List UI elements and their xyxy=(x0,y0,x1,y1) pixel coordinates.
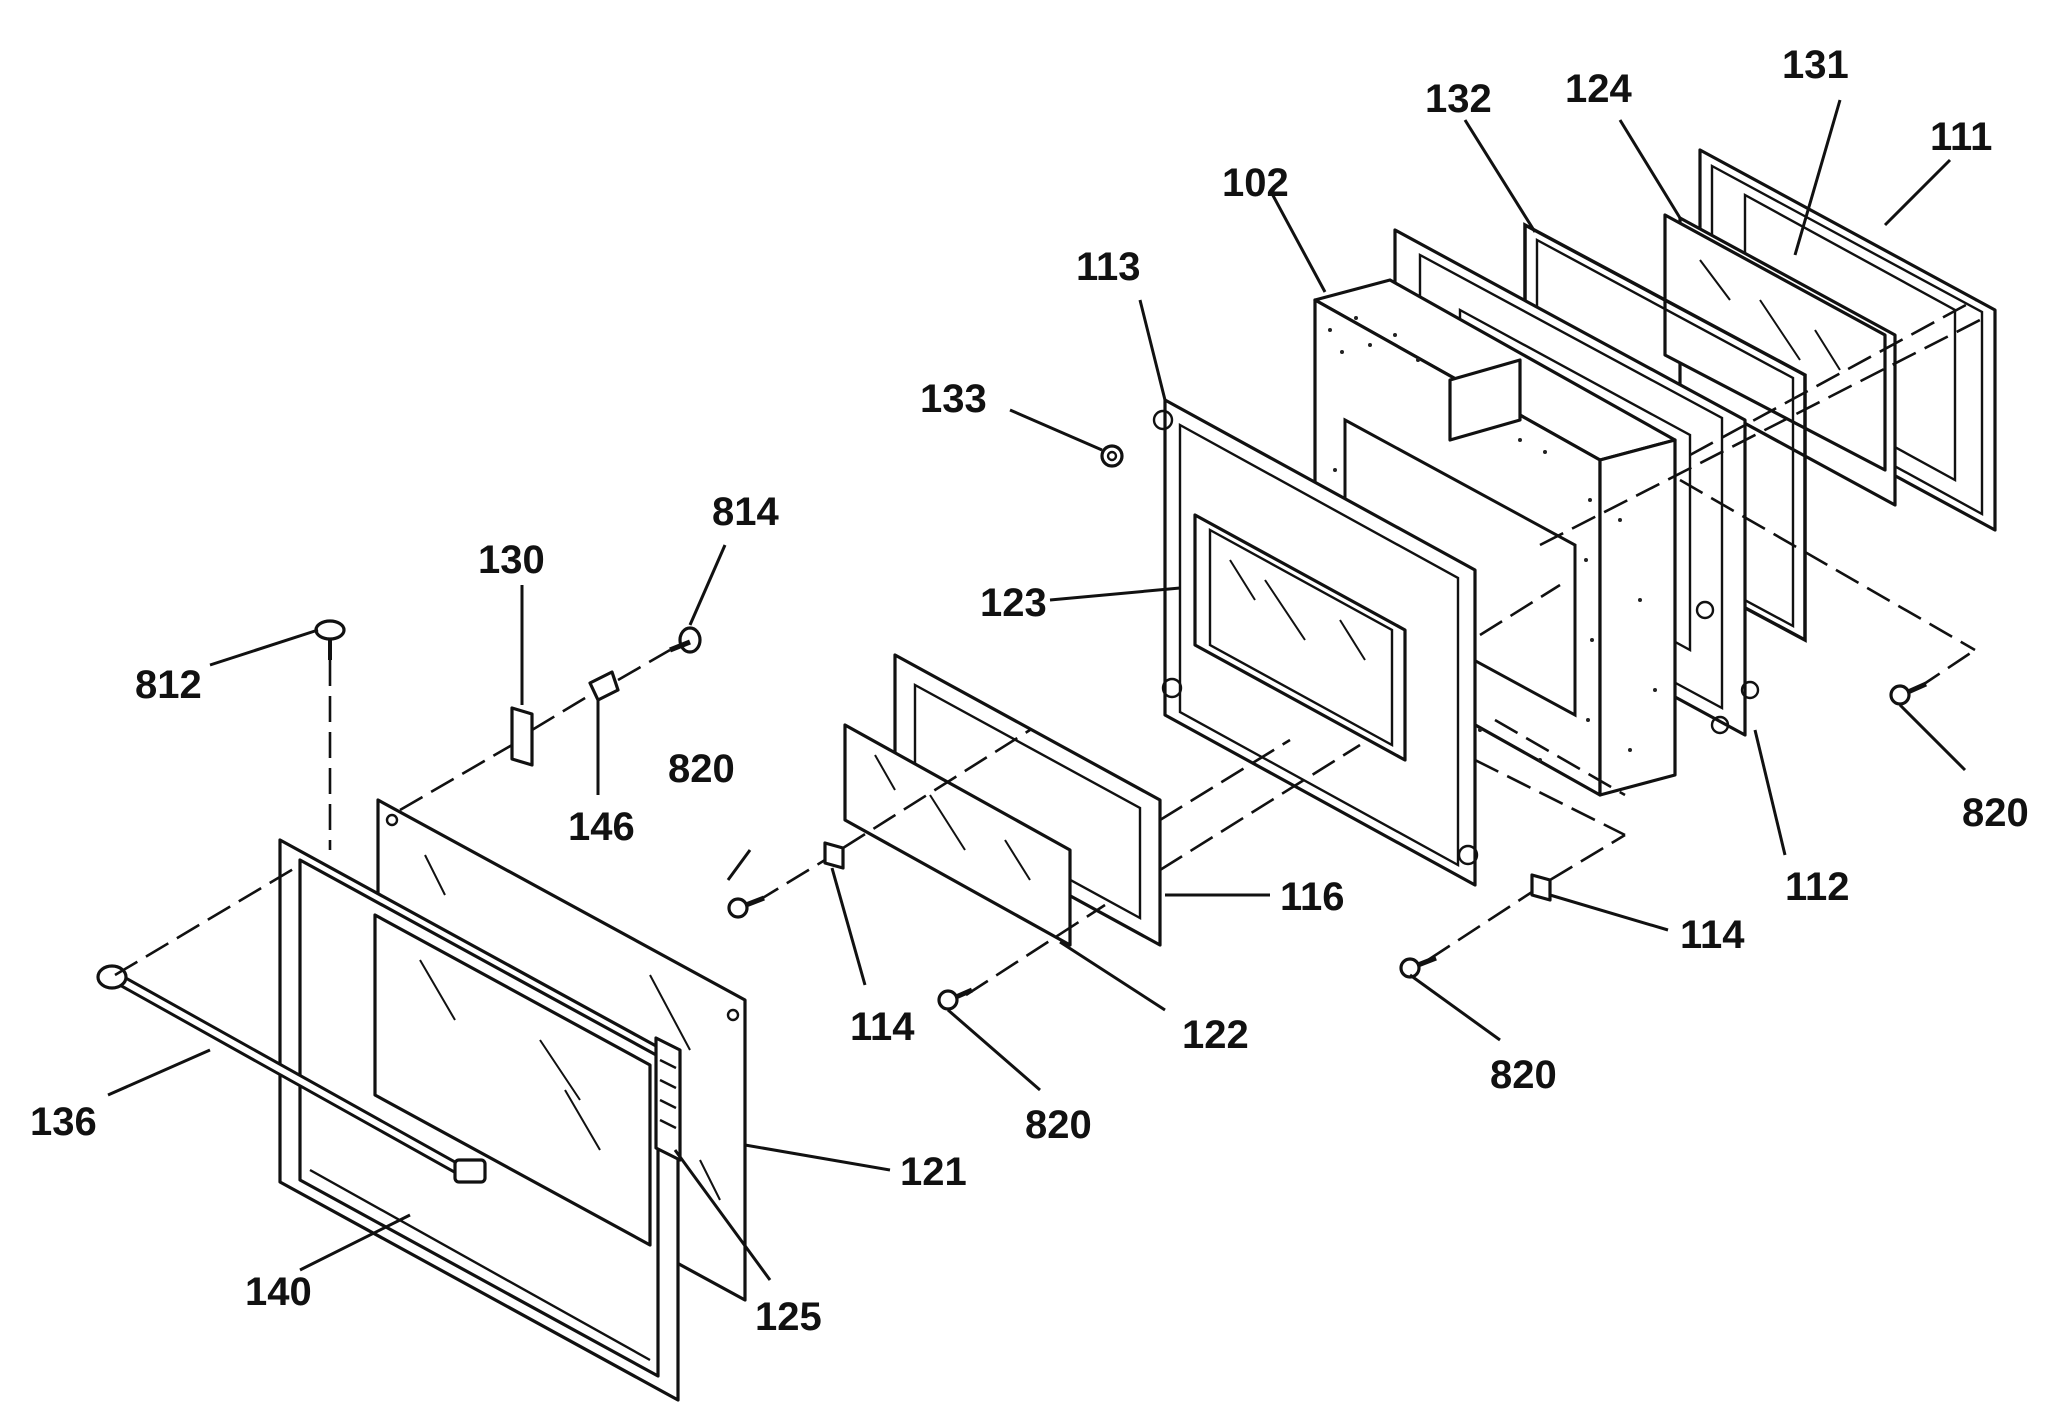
label-125: 125 xyxy=(755,1295,822,1339)
label-121: 121 xyxy=(900,1150,967,1194)
part-820-screw-b xyxy=(937,987,974,1011)
label-820-left: 820 xyxy=(668,747,735,791)
label-114: 114 xyxy=(850,1005,915,1049)
part-labels: 102 111 112 113 114 114 116 121 122 123 … xyxy=(30,43,2029,1339)
part-136-handle xyxy=(96,964,487,1184)
label-123: 123 xyxy=(980,581,1047,625)
label-114-right: 114 xyxy=(1680,913,1745,957)
part-140-door-frame xyxy=(278,838,680,1402)
label-130: 130 xyxy=(478,538,545,582)
part-123-inner-glass xyxy=(1193,513,1407,762)
part-812-screw xyxy=(314,619,346,660)
label-136: 136 xyxy=(30,1100,97,1144)
leader-lines xyxy=(107,99,1967,1281)
label-132: 132 xyxy=(1425,77,1492,121)
label-820-right: 820 xyxy=(1962,791,2029,835)
label-820-bottom: 820 xyxy=(1025,1103,1092,1147)
label-112: 112 xyxy=(1785,865,1850,909)
label-133: 133 xyxy=(920,377,987,421)
part-114-clip-a xyxy=(823,841,845,870)
label-124: 124 xyxy=(1565,67,1632,111)
part-133-nut xyxy=(1100,444,1124,468)
label-116: 116 xyxy=(1280,875,1345,919)
label-812: 812 xyxy=(135,663,202,707)
part-124-rear-glass xyxy=(1663,213,1897,507)
part-125-vent xyxy=(654,1036,682,1162)
label-814: 814 xyxy=(712,490,779,534)
part-820-screw-c xyxy=(1399,955,1437,979)
label-102: 102 xyxy=(1222,161,1289,205)
part-146-clip xyxy=(588,670,620,702)
part-114-clip-b xyxy=(1530,873,1552,902)
label-113: 113 xyxy=(1076,245,1141,289)
label-111: 111 xyxy=(1930,115,1992,159)
label-820-lower-right: 820 xyxy=(1490,1053,1557,1097)
part-122-middle-glass xyxy=(843,723,1072,947)
part-130-bracket xyxy=(510,706,534,767)
label-122: 122 xyxy=(1182,1013,1249,1057)
part-814-screw xyxy=(669,626,702,654)
assembly-dash-lines xyxy=(114,298,1981,997)
label-140: 140 xyxy=(245,1270,312,1314)
label-146: 146 xyxy=(568,805,635,849)
label-131: 131 xyxy=(1782,43,1849,87)
